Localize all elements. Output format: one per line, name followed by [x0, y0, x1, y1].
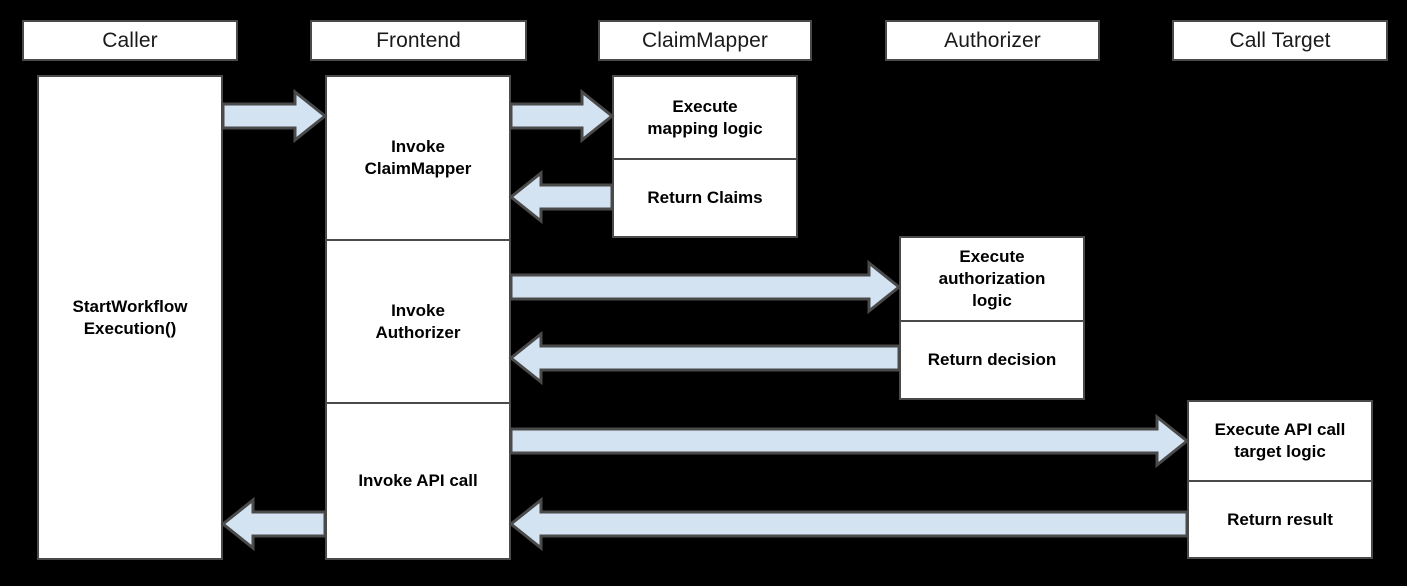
lifeline-header-calltarget[interactable]: Call Target: [1172, 20, 1388, 61]
lifeline-header-claimmapper-label: ClaimMapper: [642, 28, 768, 52]
lifeline-header-authorizer[interactable]: Authorizer: [885, 20, 1100, 61]
lifeline-header-frontend[interactable]: Frontend: [310, 20, 527, 61]
message-arrow-authorizer-to-frontend[interactable]: [508, 330, 901, 386]
message-arrow-frontend-to-authorizer[interactable]: [509, 259, 902, 315]
message-arrow-frontend-to-claimmapper[interactable]: [509, 88, 615, 144]
activation-calltarget-segment-2: Return result: [1189, 480, 1371, 557]
activation-authorizer-segment-2: Return decision: [901, 320, 1083, 398]
activation-frontend-segment-3: Invoke API call: [327, 402, 509, 558]
activation-claimmapper-segment-2: Return Claims: [614, 158, 796, 236]
message-arrow-caller-to-frontend[interactable]: [221, 88, 328, 144]
message-arrow-claimmapper-to-frontend[interactable]: [508, 169, 614, 225]
message-arrow-calltarget-to-frontend[interactable]: [508, 496, 1189, 552]
lifeline-header-calltarget-label: Call Target: [1229, 28, 1331, 52]
lifeline-header-caller[interactable]: Caller: [22, 20, 238, 61]
lifeline-header-authorizer-label: Authorizer: [944, 28, 1041, 52]
lifeline-header-claimmapper[interactable]: ClaimMapper: [598, 20, 812, 61]
message-arrow-frontend-to-calltarget[interactable]: [509, 413, 1190, 469]
lifeline-header-frontend-label: Frontend: [376, 28, 461, 52]
lifeline-header-caller-label: Caller: [102, 28, 158, 52]
message-arrow-frontend-to-caller[interactable]: [220, 496, 327, 552]
